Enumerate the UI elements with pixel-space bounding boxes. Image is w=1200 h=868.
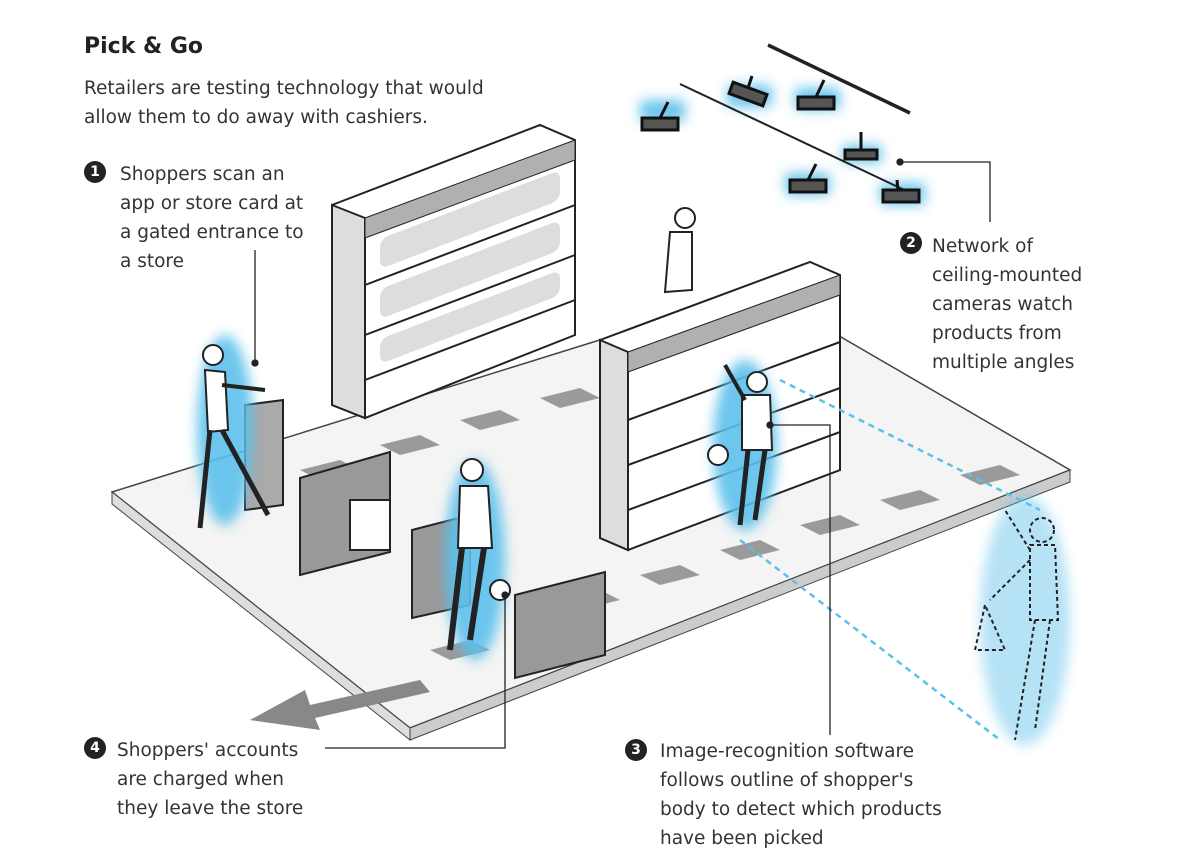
step-4-text: Shoppers' accounts are charged when they… bbox=[117, 740, 304, 819]
step-badge-4: 4 bbox=[84, 737, 106, 759]
step-3-text: Image-recognition software follows outli… bbox=[660, 741, 942, 849]
step-badge-2: 2 bbox=[900, 232, 922, 254]
exit-arrow-icon bbox=[250, 680, 430, 730]
leader-lines bbox=[251, 158, 991, 749]
store-floor bbox=[110, 289, 1072, 742]
page-title: Pick & Go bbox=[84, 34, 204, 59]
detected-body-outline bbox=[973, 509, 1060, 741]
step-2-text: Network of ceiling-mounted cameras watch… bbox=[932, 236, 1083, 373]
ceiling-cameras bbox=[640, 43, 921, 204]
step-badge-1: 1 bbox=[84, 161, 106, 183]
step-1-text: Shoppers scan an app or store card at a … bbox=[120, 164, 304, 272]
shelf-back bbox=[331, 123, 576, 420]
subtitle: Retailers are testing technology that wo… bbox=[84, 78, 484, 128]
step-badge-3: 3 bbox=[625, 739, 647, 761]
